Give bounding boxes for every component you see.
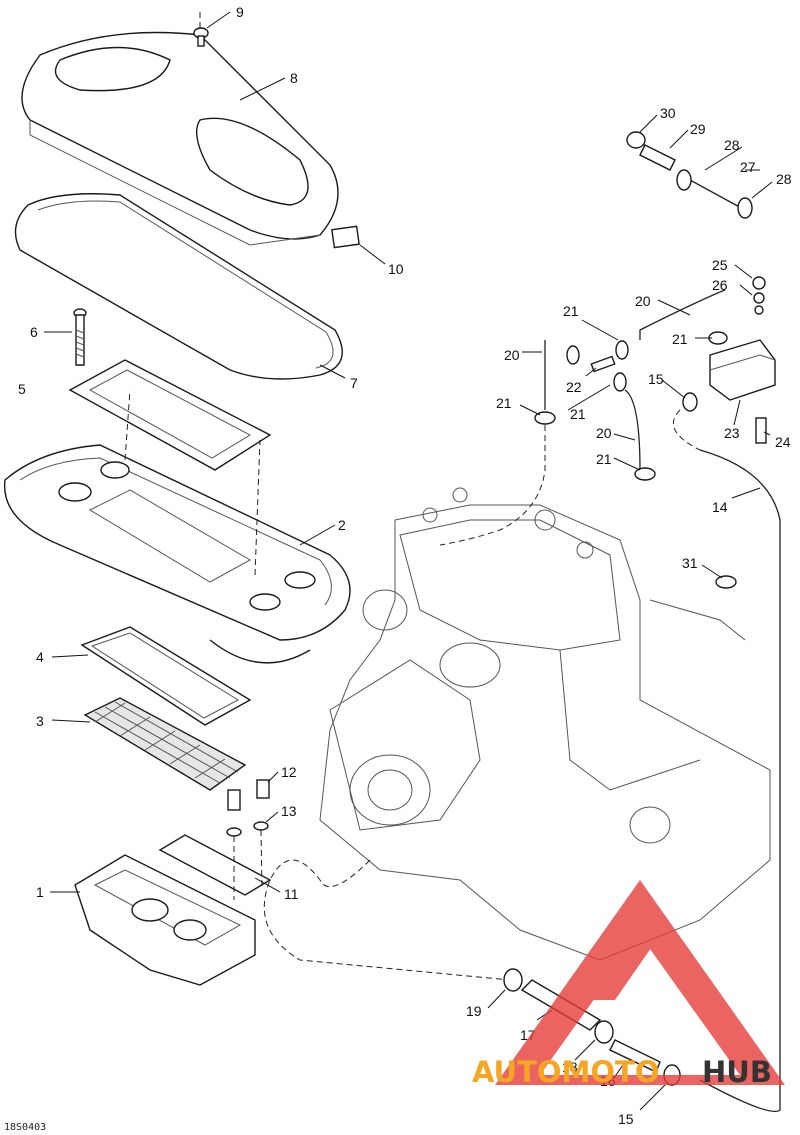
bolt-9 (193, 27, 209, 47)
route-line-c (263, 859, 511, 981)
filter-screen-3 (83, 697, 247, 791)
callout-12: 12 (281, 764, 297, 780)
watermark-brand-part-1: AUTOMOTO (472, 1055, 659, 1089)
clamp-21-d (613, 372, 627, 392)
hose-20-top (639, 289, 726, 340)
throttle-body-base (74, 854, 256, 986)
callout-10: 10 (388, 261, 404, 277)
callout-21-b: 21 (672, 331, 688, 347)
route-line-a (439, 425, 546, 546)
callout-27: 27 (740, 159, 756, 175)
gasket-4 (80, 626, 252, 726)
clamp-18 (594, 1020, 614, 1044)
watermark-logo (495, 880, 785, 1085)
gasket-7 (14, 193, 343, 380)
clamp-31 (715, 575, 737, 589)
callout-21-d: 21 (570, 406, 586, 422)
callout-4: 4 (36, 649, 44, 665)
callout-23: 23 (724, 425, 740, 441)
callout-28-b: 28 (776, 171, 792, 187)
leader-lines (44, 11, 773, 1111)
watermark-brand-part-2: HUB (702, 1055, 772, 1089)
callout-15-a: 15 (648, 371, 664, 387)
callout-1: 1 (36, 884, 44, 900)
callout-30: 30 (660, 105, 676, 121)
watermark-inner-mark (575, 905, 660, 1000)
callout-8: 8 (290, 70, 298, 86)
callout-2: 2 (338, 517, 346, 533)
clamp-19 (503, 968, 523, 992)
callout-7: 7 (350, 375, 358, 391)
callout-14: 14 (712, 499, 728, 515)
callout-22: 22 (566, 379, 582, 395)
callout-13: 13 (281, 803, 297, 819)
cap-30 (626, 131, 646, 149)
clamp-21-b (615, 340, 629, 360)
fitting-22 (590, 355, 616, 373)
screws-12 (226, 779, 270, 837)
air-silencer-base (3, 444, 351, 664)
fitting-16 (609, 1039, 661, 1073)
hose-14 (699, 449, 781, 1113)
watermark-triangle (495, 880, 785, 1085)
callout-20-b: 20 (504, 347, 520, 363)
air-silencer-cover (21, 31, 339, 246)
clamp-21-a (566, 345, 580, 365)
callout-3: 3 (36, 713, 44, 729)
callout-19: 19 (466, 1003, 482, 1019)
callout-20-c: 20 (596, 425, 612, 441)
route-line-e (124, 389, 263, 900)
callout-31: 31 (682, 555, 698, 571)
clamp-21-f (634, 467, 656, 481)
callout-28-a: 28 (724, 137, 740, 153)
callout-labels: 9 8 10 7 6 5 2 4 3 12 13 11 1 30 29 28 2… (18, 4, 792, 1127)
diagram-code: 18S0403 (4, 1122, 46, 1133)
clamp-15-top (682, 392, 698, 412)
bracket-11 (158, 834, 272, 896)
hose-27 (689, 179, 746, 211)
callout-29: 29 (690, 121, 706, 137)
callout-11: 11 (284, 886, 299, 902)
engine-block (319, 487, 771, 961)
callout-21-e: 21 (596, 451, 612, 467)
fuel-valve-assembly (709, 276, 776, 444)
route-line-b (672, 409, 701, 451)
callout-21-c: 21 (496, 395, 512, 411)
screw-6 (73, 308, 87, 366)
plate-5 (68, 359, 272, 471)
callout-21-a: 21 (563, 303, 579, 319)
clamp-28-b (737, 197, 753, 219)
callout-26: 26 (712, 277, 728, 293)
callout-6: 6 (30, 324, 38, 340)
clip-10 (331, 225, 360, 249)
callout-5: 5 (18, 381, 26, 397)
callout-18: 18 (562, 1059, 578, 1075)
fitting-29 (639, 144, 676, 171)
hose-20-mid (624, 389, 641, 471)
callout-9: 9 (236, 4, 244, 20)
callout-25: 25 (712, 257, 728, 273)
callout-20-a: 20 (635, 293, 651, 309)
callout-15-b: 15 (618, 1111, 634, 1127)
callout-24: 24 (775, 434, 791, 450)
clamp-28-a (676, 169, 692, 191)
